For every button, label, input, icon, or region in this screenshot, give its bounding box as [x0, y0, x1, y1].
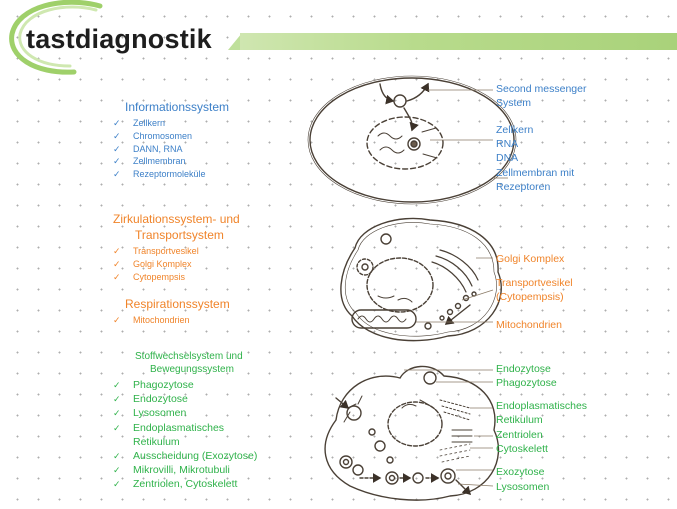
label-golgi-komplex: Golgi Komplex	[496, 253, 565, 265]
respiration-system-list: ✓Mitochondrien	[113, 314, 190, 327]
metabolism-system-title-line1: Stoffwechselsystem und	[135, 351, 243, 362]
list-item: ✓Zellkern	[113, 118, 166, 128]
cell-membrane-2	[340, 217, 502, 342]
label-dna: DNA	[496, 152, 519, 164]
list-item: ✓Zentriolen, Cytoskelett	[113, 478, 238, 491]
list-item: ✓Zellmembran	[113, 156, 186, 167]
label-exozytose: Exozytose	[496, 466, 545, 478]
list-item: ✓Lysosomen	[113, 407, 187, 420]
centriole	[451, 429, 473, 443]
circulation-system-list: ✓Transportvesikel ✓Golgi Komplex ✓Cytope…	[113, 245, 199, 283]
list-item: ✓Endozytose	[113, 393, 188, 406]
cell-membrane-3	[324, 365, 500, 501]
nucleus-3	[387, 401, 443, 447]
respiration-system-title: Respirationssystem	[125, 297, 230, 311]
checkmark-icon: ✓	[113, 408, 121, 419]
endoplasmic-reticulum	[439, 399, 471, 421]
list-item: ✓Endoplasmatisches	[113, 421, 225, 434]
label-phagozytose: Phagozytose	[496, 377, 557, 389]
checkmark-icon: ✓	[113, 479, 121, 490]
information-system-title: Informationssystem	[125, 100, 230, 114]
label-system: System	[496, 97, 532, 109]
phagocytosis-vesicle	[346, 405, 362, 421]
list-item: ✓Chromosomen	[113, 130, 193, 141]
checkmark-icon: ✓	[113, 143, 121, 154]
label-endoplasmatisches: Endoplasmatisches	[496, 400, 588, 412]
checkmark-icon: ✓	[113, 169, 121, 180]
label-retikulum: Retikulum	[496, 414, 543, 426]
checkmark-icon: ✓	[113, 451, 121, 462]
cytoskeleton	[439, 443, 471, 463]
list-item: ✓Retikulum	[133, 435, 180, 448]
cell-information-sketch	[307, 75, 517, 205]
golgi-complex	[431, 261, 467, 293]
label-endozytose: Endozytose	[496, 363, 551, 375]
label-lysosomen: Lysosomen	[496, 481, 550, 493]
label-rezeptoren: Rezeptoren	[496, 181, 551, 193]
checkmark-icon: ✓	[113, 156, 121, 167]
label-cytopempsis: (Cytopempsis)	[496, 291, 564, 303]
cell-circulation-sketch	[340, 217, 502, 342]
label-mitochondrien: Mitochondrien	[496, 319, 562, 331]
list-item: ✓DANN, RNA	[113, 143, 183, 154]
checkmark-icon: ✓	[113, 380, 121, 390]
cell-membrane-1	[309, 77, 515, 203]
checkmark-icon: ✓	[113, 394, 121, 405]
checkmark-icon: ✓	[113, 422, 121, 433]
exocytosis-vesicle-a	[385, 471, 399, 485]
nucleus-1	[366, 116, 444, 170]
label-transportvesikel: Transportvesikel	[496, 277, 573, 289]
checkmark-icon: ✓	[113, 130, 121, 141]
metabolism-system-list: ✓Phagozytose ✓Endozytose ✓Lysosomen ✓End…	[113, 378, 257, 492]
checkmark-icon: ✓	[113, 315, 121, 325]
list-item: ✓Golgi Komplex	[113, 258, 192, 269]
circulation-system-title-line1: Zirkulationssystem- und	[113, 212, 240, 226]
brand-logo-text: tastdiagnostik	[26, 24, 212, 54]
list-item: ✓Ausscheidung (Exozytose)	[113, 450, 258, 463]
list-item: ✓Mikrovilli, Mikrotubuli	[113, 464, 230, 477]
brand-bar-tip	[228, 33, 242, 50]
checkmark-icon: ✓	[113, 271, 121, 282]
receptor-vesicle-1	[393, 94, 407, 108]
list-item: ✓Rezeptormoleküle	[113, 169, 206, 180]
logo-swoosh-icon	[9, 0, 103, 75]
exocytosis-vesicle-b	[440, 468, 456, 484]
label-zellmembran: Zellmembran mit	[496, 167, 575, 179]
circulation-system-title-line2: Transportsystem	[135, 228, 224, 242]
checkmark-icon: ✓	[113, 258, 121, 269]
brand-bar	[240, 33, 677, 50]
information-system-list: ✓Zellkern ✓Chromosomen ✓DANN, RNA ✓Zellm…	[113, 117, 206, 181]
vesicle-2b	[380, 233, 392, 245]
label-zellkern: Zellkern	[496, 124, 534, 136]
cell-metabolism-sketch	[324, 365, 500, 501]
list-item: ✓Mitochondrien	[113, 315, 190, 325]
vesicle-2a	[356, 258, 374, 276]
list-item: ✓Transportvesikel	[113, 246, 199, 256]
list-item: ✓Cytopempsis	[113, 271, 186, 282]
label-zentriolen: Zentriolen	[496, 429, 543, 441]
label-cytoskelett: Cytoskelett	[496, 443, 548, 455]
endocytosis-vesicle	[423, 371, 437, 385]
transport-vesicle	[424, 322, 432, 330]
nucleolus-1	[407, 137, 421, 151]
metabolism-system-title-line2: Bewegungssystem	[150, 364, 234, 375]
label-second-messenger: Second messenger	[496, 83, 587, 95]
lysosome-b	[339, 455, 353, 469]
checkmark-icon: ✓	[113, 246, 121, 256]
callout-leader-lines	[404, 89, 508, 487]
nucleus-2	[366, 257, 434, 313]
list-item: ✓Phagozytose	[113, 379, 194, 391]
lysosome-a	[374, 440, 386, 452]
label-rna: RNA	[496, 138, 519, 150]
checkmark-icon: ✓	[113, 118, 121, 128]
mitochondrion	[351, 309, 417, 329]
checkmark-icon: ✓	[113, 465, 121, 476]
